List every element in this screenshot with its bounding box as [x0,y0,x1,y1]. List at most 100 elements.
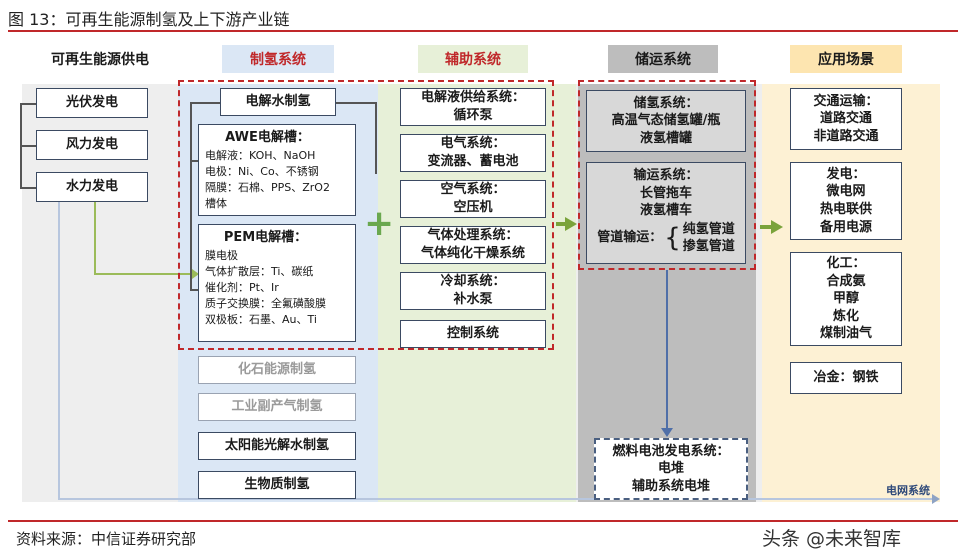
transport-title: 输运系统： [633,168,699,183]
application-line: 炼化 [832,308,859,324]
column-header-hydrogen: 制氢系统 [222,45,334,73]
aux-title: 电解液供给系统： [420,90,525,106]
aux-sub: 空压机 [453,200,493,215]
storage-title: 储氢系统： [633,95,699,111]
application-title: 交通运输： [813,93,879,109]
application-title: 发电： [826,166,866,182]
pipeline-brace: { [664,223,681,254]
pem-line: 质子交换膜：全氟磺酸膜 [205,296,326,310]
application-line: 甲醇 [832,291,859,307]
application-line: 热电联供 [819,202,872,217]
hydrogen-production-frame [178,80,554,350]
application-line: 合成氨 [826,273,866,289]
arrow-to-storage-head [565,217,577,231]
watermark: 头条 @未来智库 [762,528,902,550]
application-line: 煤制油气 [819,326,872,342]
awe-line: 隔膜：石棉、PPS、ZrO2 [205,180,330,194]
grid-system-arrowhead [932,494,940,504]
application-line: 备用电源 [819,219,872,235]
aux-item-gas-treatment: 气体处理系统： 气体纯化干燥系统 [400,226,546,264]
storage-frame [578,80,756,270]
aux-item-cooling: 冷却系统：补水泵 [400,272,546,310]
pipeline-options: 纯氢管道 掺氢管道 [683,221,735,256]
column-header-application: 应用场景 [790,45,902,73]
fuelcell-title: 燃料电池发电系统： [612,443,730,459]
storage-sub: 高温气态储氢罐/瓶 [611,113,721,129]
storage-sub: 液氢槽罐 [639,130,692,146]
aux-sub: 循环泵 [453,108,493,123]
grid-system-line [58,498,934,500]
column-header-auxiliary: 辅助系统 [418,45,528,73]
awe-line: 电解液：KOH、NaOH [205,148,316,162]
electrolysis-branch-to-pem [190,289,198,291]
application-title: 化工： [826,256,866,272]
aux-item-control: 控制系统 [400,320,546,348]
connector-hydro [20,187,36,189]
aux-sub: 变流器、蓄电池 [427,154,519,169]
industrial-byproduct-hydrogen-box: 工业副产气制氢 [198,393,356,421]
electrolysis-branch-right [336,102,376,104]
arrow-to-application-shaft [760,225,772,229]
transport-sub: 液氢槽车 [639,203,692,219]
fuelcell-sub: 辅助系统电堆 [631,478,710,494]
grid-system-label: 电网系统 [886,484,930,497]
renewable-to-pem-arrowhead [192,269,199,279]
application-power: 发电： 微电网 热电联供 备用电源 [790,162,902,240]
awe-title: AWE电解槽： [225,130,310,145]
electrolysis-branch-to-awe [190,160,198,162]
pipeline-mixed: 掺氢管道 [682,239,735,255]
awe-electrolyzer-box: AWE电解槽： 电解液：KOH、NaOH 电极：Ni、Co、不锈钢 隔膜：石棉、… [198,124,356,216]
plus-sign: + [364,203,395,244]
electrolysis-branch-right-vertical [375,102,377,174]
aux-title: 空气系统： [440,182,506,198]
fossil-hydrogen-box: 化石能源制氢 [198,356,356,384]
connector-solar [20,103,36,105]
column-header-renewable: 可再生能源供电 [28,45,172,73]
application-metallurgy: 冶金：钢铁 [790,362,902,394]
renewable-item-solar: 光伏发电 [36,88,148,118]
top-rule [8,30,958,32]
transport-sub: 长管拖车 [639,185,692,201]
aux-title: 冷却系统： [440,274,506,290]
renewable-item-wind: 风力发电 [36,130,148,160]
pem-line: 催化剂：Pt、Ir [205,280,279,294]
connector-renewable-vertical [20,103,22,188]
electrolysis-box: 电解水制氢 [220,88,336,116]
electrolysis-branch-left [190,102,220,104]
pem-title: PEM电解槽： [223,230,308,245]
fuel-cell-box: 燃料电池发电系统： 电堆 辅助系统电堆 [594,438,748,500]
solar-photolysis-hydrogen-box: 太阳能光解水制氢 [198,432,356,460]
application-chemical: 化工： 合成氨 甲醇 炼化 煤制油气 [790,252,902,346]
transport-box: 输运系统： 长管拖车 液氢槽车 管道输运： { 纯氢管道 掺氢管道 [586,162,746,264]
pipeline-pure: 纯氢管道 [682,221,735,237]
aux-item-electrolyte-supply: 电解液供给系统： 循环泵 [400,88,546,126]
aux-sub: 气体纯化干燥系统 [420,246,525,261]
storage-box: 储氢系统： 高温气态储氢罐/瓶 液氢槽罐 [586,90,746,152]
aux-title: 电气系统： [440,136,506,152]
source-note: 资料来源：中信证券研究部 [16,530,197,548]
pipeline-label: 管道输运： [597,230,663,246]
connector-wind [20,145,36,147]
arrow-to-application-head [771,220,783,234]
grid-system-riser [58,202,60,500]
renewable-to-pem-line-v [94,202,96,274]
electrolysis-branch-vertical [190,102,192,290]
awe-line: 槽体 [205,196,227,210]
renewable-item-hydro: 水力发电 [36,172,148,202]
bottom-rule [8,520,958,522]
pipeline-row: 管道输运： { 纯氢管道 掺氢管道 [587,221,745,256]
application-line: 非道路交通 [813,128,879,144]
arrow-to-storage-shaft [556,222,566,226]
awe-line: 电极：Ni、Co、不锈钢 [205,164,319,178]
biomass-hydrogen-box: 生物质制氢 [198,471,356,499]
pem-electrolyzer-box: PEM电解槽： 膜电极 气体扩散层：Ti、碳纸 催化剂：Pt、Ir 质子交换膜：… [198,224,356,342]
figure-title: 图 13：可再生能源制氢及上下游产业链 [8,10,290,29]
application-line: 道路交通 [819,111,872,127]
arrow-to-fuelcell-shaft [666,270,668,430]
aux-title: 气体处理系统： [427,228,519,244]
application-transport: 交通运输： 道路交通 非道路交通 [790,88,902,150]
aux-item-air: 空气系统： 空压机 [400,180,546,218]
pem-line: 双极板：石墨、Au、Ti [205,312,317,326]
fuelcell-sub: 电堆 [657,461,684,477]
pem-line: 膜电极 [205,248,238,262]
